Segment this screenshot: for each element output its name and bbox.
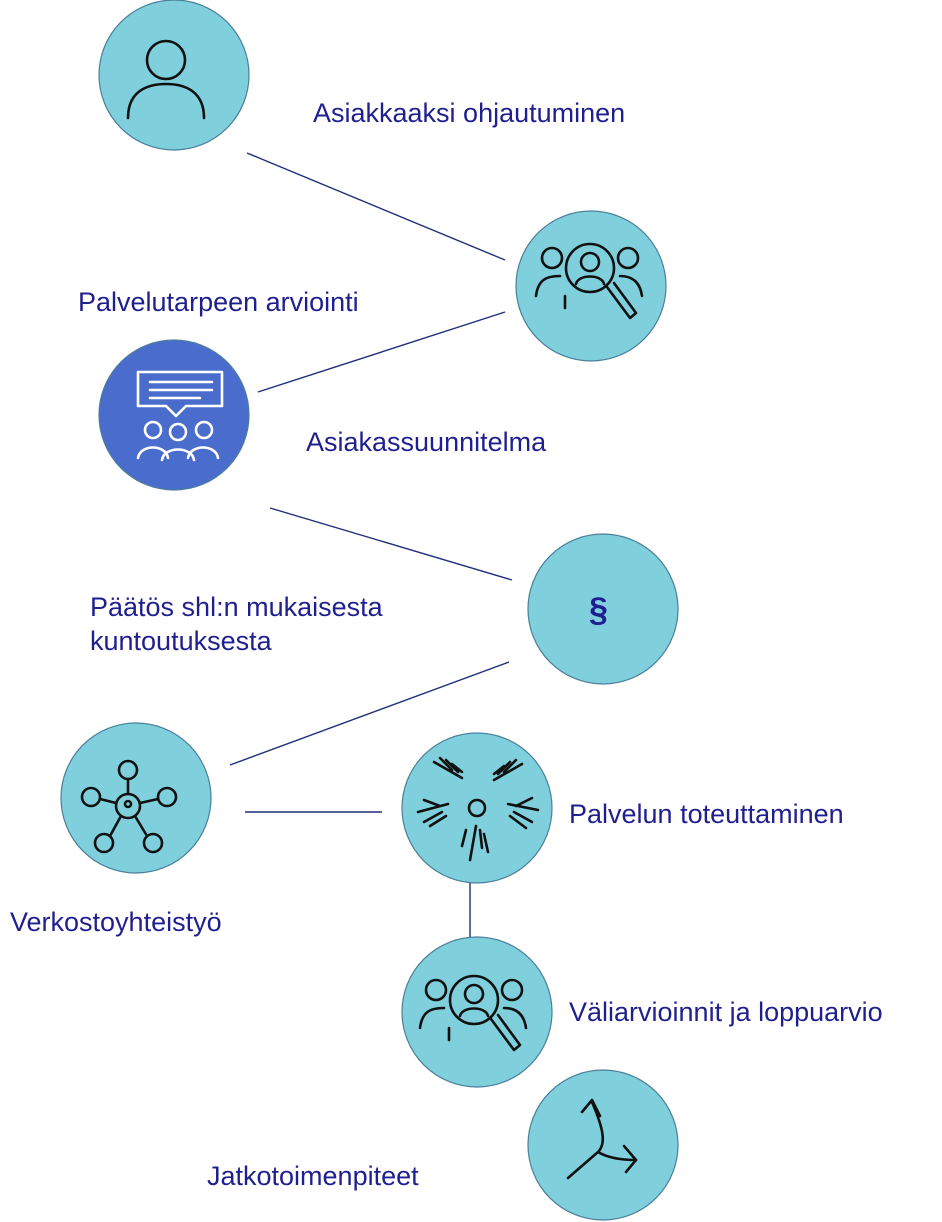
label-valiarvioinnit: Väliarvioinnit ja loppuarvio	[569, 997, 883, 1027]
meeting-chat-icon	[136, 370, 224, 462]
people-search-icon	[534, 242, 644, 320]
node-paatos: §	[527, 533, 679, 685]
node-asiakassuunnitelma	[98, 339, 250, 491]
connector-1-2	[246, 152, 506, 261]
people-search-icon	[418, 974, 528, 1052]
connector-2-3	[257, 311, 506, 393]
label-jatkotoimenpiteet: Jatkotoimenpiteet	[207, 1161, 419, 1191]
label-palvelun-toteuttaminen: Palvelun toteuttaminen	[569, 799, 844, 829]
node-palvelun-toteuttaminen	[401, 732, 553, 884]
label-paatos-line1: Päätös shl:n mukaisesta	[90, 592, 383, 622]
node-verkostoyhteistyo	[60, 722, 212, 874]
label-paatos-line2: kuntoutuksesta	[90, 626, 272, 656]
section-sign-icon: §	[589, 591, 608, 629]
label-verkostoyhteistyo: Verkostoyhteistyö	[10, 907, 222, 937]
connector-4-5	[229, 661, 510, 766]
node-palvelutarpeen-arviointi	[515, 210, 667, 362]
split-arrow-icon	[566, 1098, 638, 1180]
label-palvelutarpeen-arviointi: Palvelutarpeen arviointi	[78, 287, 359, 317]
node-asiakkaaksi-ohjautuminen	[98, 0, 250, 151]
network-icon	[80, 759, 178, 854]
node-valiarvioinnit	[401, 936, 553, 1088]
person-icon	[126, 39, 206, 120]
node-jatkotoimenpiteet	[527, 1069, 679, 1221]
label-asiakassuunnitelma: Asiakassuunnitelma	[306, 427, 547, 457]
connector-3-4	[269, 507, 513, 581]
label-asiakkaaksi-ohjautuminen: Asiakkaaksi ohjautuminen	[313, 98, 626, 128]
hands-icon	[416, 756, 540, 862]
